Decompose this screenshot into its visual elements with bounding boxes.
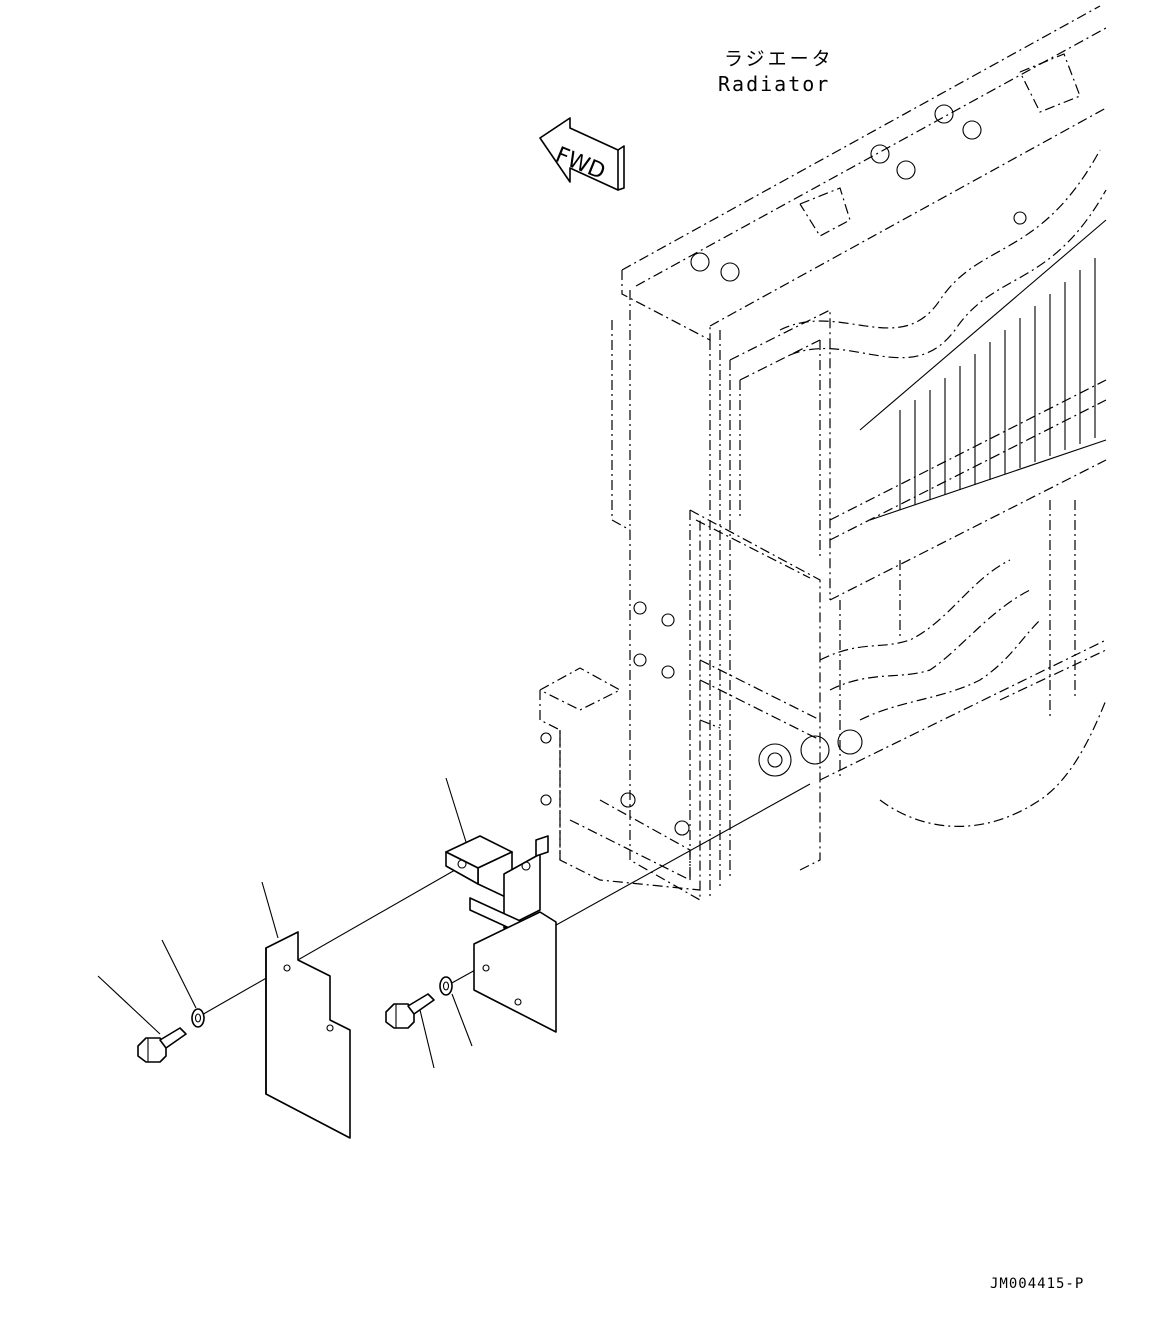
drawing-id: JM004415-P xyxy=(990,1276,1085,1292)
washer-left-icon xyxy=(191,1008,205,1028)
top-fasteners xyxy=(690,104,1027,282)
lower-hoses xyxy=(758,559,1107,827)
radiator-core xyxy=(859,219,1107,521)
bolt-right-icon xyxy=(385,993,435,1029)
radiator-title-japanese: ラジエータ xyxy=(724,48,834,70)
leader-lines xyxy=(97,777,473,1069)
cover-plate-icon xyxy=(265,931,351,1139)
bolt-left-icon xyxy=(137,1027,187,1063)
radiator-title-english: Radiator xyxy=(718,72,831,96)
bracket-icon xyxy=(445,835,557,1033)
fwd-arrow-icon: FWD xyxy=(539,117,625,191)
radiator-assembly xyxy=(539,5,1107,902)
washer-right-icon xyxy=(439,976,453,996)
